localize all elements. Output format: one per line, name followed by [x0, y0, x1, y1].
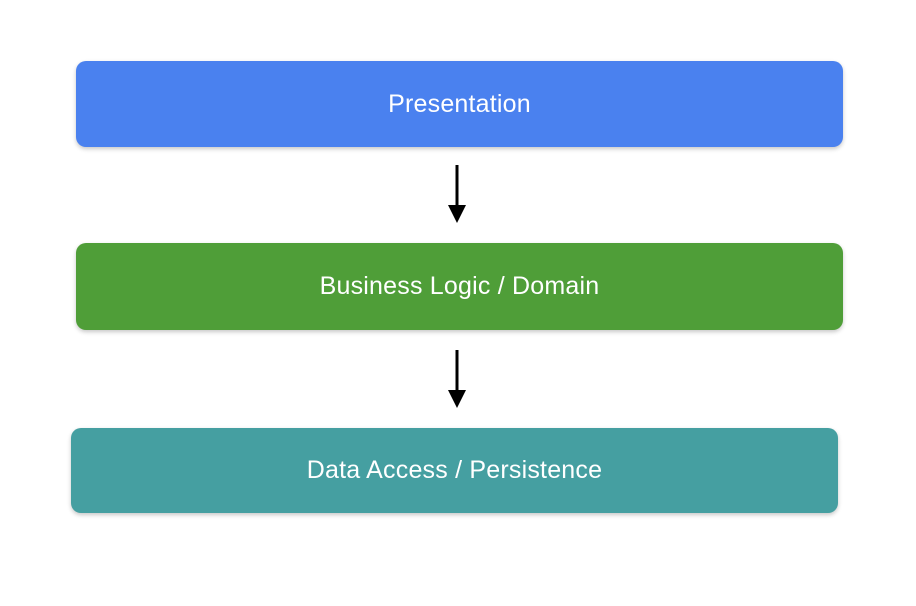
layer-box-presentation: Presentation: [76, 61, 843, 147]
layer-label-business-logic: Business Logic / Domain: [319, 272, 600, 300]
layer-label-presentation: Presentation: [388, 89, 531, 118]
layer-box-data-access: Data Access / Persistence: [71, 428, 838, 513]
down-arrow-icon: [448, 165, 466, 223]
layer-box-business-logic: Business Logic / Domain: [76, 243, 843, 330]
layer-label-data-access: Data Access / Persistence: [306, 456, 603, 484]
down-arrow-icon: [448, 350, 466, 408]
